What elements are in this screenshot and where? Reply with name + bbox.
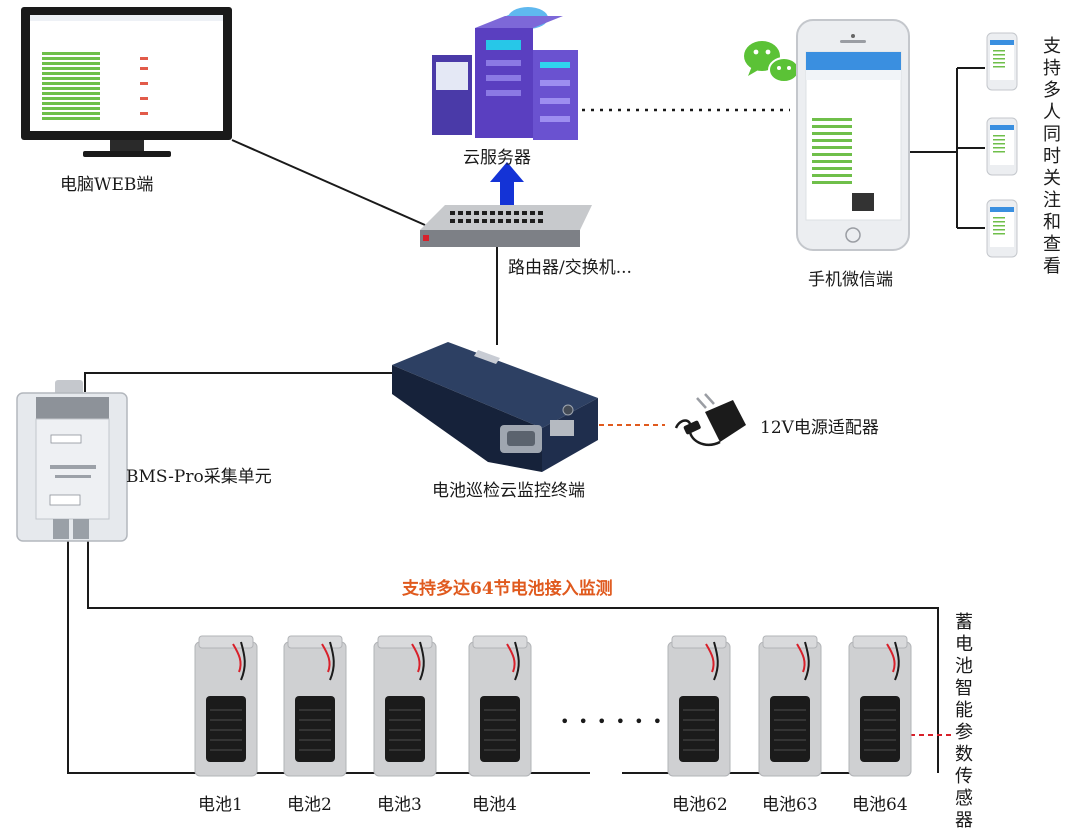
battery-label-1: 电池1 <box>198 795 243 815</box>
power-adapter-icon <box>674 393 746 447</box>
power-adapter-label: 12V电源适配器 <box>760 418 879 438</box>
pc-monitor-icon <box>21 7 232 157</box>
cloud-server-label: 云服务器 <box>463 148 531 168</box>
wechat-icon <box>744 41 800 83</box>
router-label: 路由器/交换机... <box>508 258 632 278</box>
pc-web-label: 电脑WEB端 <box>60 175 154 195</box>
bms-pro-unit-icon <box>16 380 128 542</box>
multi-user-label: 支持多人同时关注和查看 <box>1043 36 1061 277</box>
small-phone-2-icon <box>986 117 1018 176</box>
router-switch-icon <box>420 205 592 247</box>
small-phone-3-icon <box>986 199 1018 258</box>
battery-label-62: 电池62 <box>672 795 728 815</box>
battery-icon <box>468 635 532 777</box>
battery-icon <box>758 635 822 777</box>
battery-label-3: 电池3 <box>377 795 422 815</box>
ellipsis: • • • • • • <box>560 712 665 731</box>
bms-pro-label: BMS-Pro采集单元 <box>126 467 272 487</box>
battery-icon <box>667 635 731 777</box>
mobile-wechat-label: 手机微信端 <box>808 270 893 290</box>
battery-label-64: 电池64 <box>852 795 908 815</box>
battery-icon <box>373 635 437 777</box>
battery-icon <box>848 635 912 777</box>
sensor-label: 蓄电池智能参数传感器 <box>955 612 973 831</box>
cloud-server-icon <box>432 7 578 140</box>
support-64-label: 支持多达64节电池接入监测 <box>402 579 613 599</box>
monitoring-terminal-icon <box>392 342 598 472</box>
small-phone-1-icon <box>986 32 1018 91</box>
battery-label-2: 电池2 <box>287 795 332 815</box>
main-phone-icon <box>796 19 910 251</box>
battery-label-63: 电池63 <box>762 795 818 815</box>
battery-icon <box>283 635 347 777</box>
terminal-label: 电池巡检云监控终端 <box>432 481 585 501</box>
battery-label-4: 电池4 <box>472 795 517 815</box>
battery-icon <box>194 635 258 777</box>
